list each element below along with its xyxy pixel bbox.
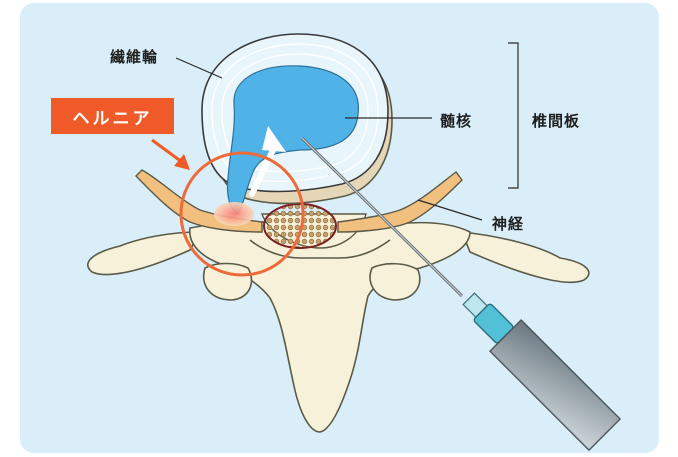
nucleus-label: 髄核 [440,110,472,131]
disc-label: 椎間板 [532,110,580,131]
syringe [453,283,620,450]
herniation-site [214,202,254,226]
annulus-label: 繊維輪 [110,46,158,67]
hernia-label: ヘルニア [51,98,174,134]
nerve-label: 神経 [492,213,524,234]
spinal-cord [264,204,336,248]
hernia-pointer-arrow [152,140,190,170]
